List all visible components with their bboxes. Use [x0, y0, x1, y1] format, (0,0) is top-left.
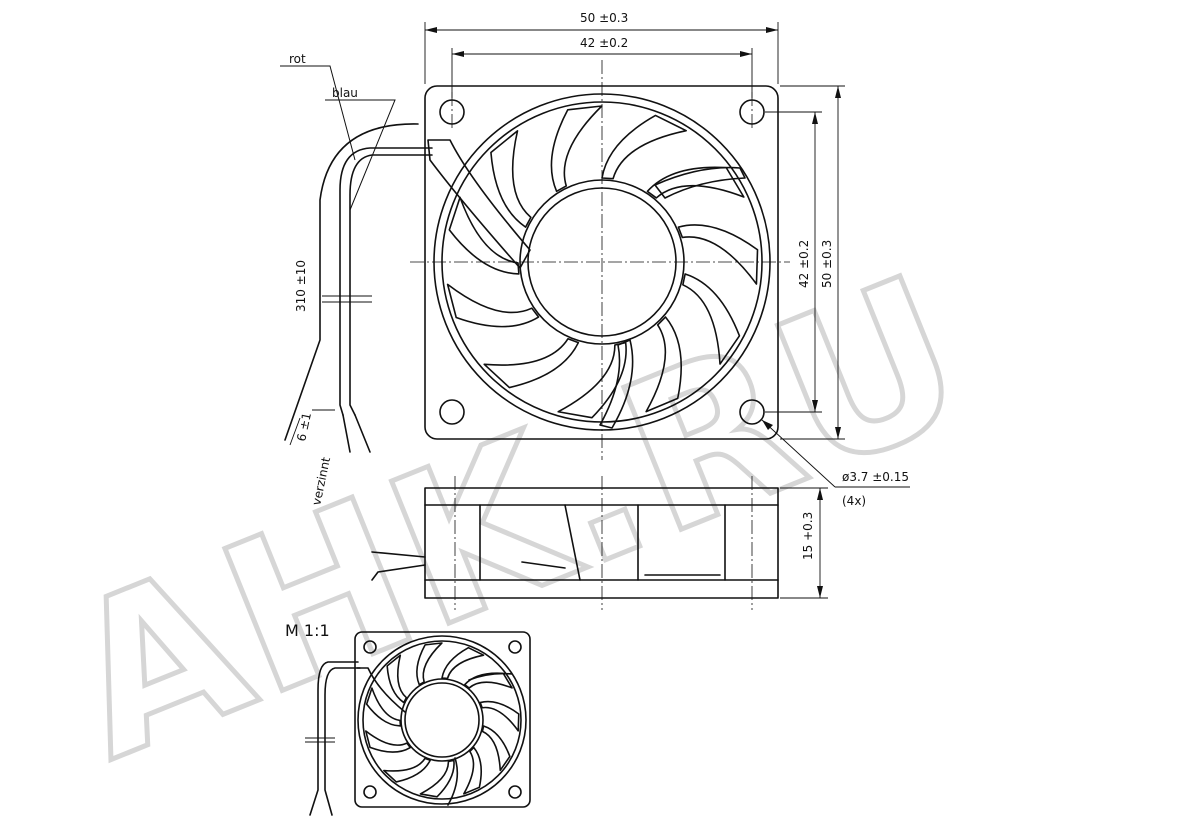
watermark-text: AHK.RU	[37, 228, 998, 806]
wire-blue	[349, 154, 433, 416]
hole-diameter-callout: ø3.7 ±0.15 (4x)	[761, 419, 910, 508]
impeller-blade	[365, 687, 402, 727]
dim-width-overall: 50 ±0.3	[424, 11, 779, 84]
wire-outer-loop	[284, 123, 419, 441]
scale-label: M 1:1	[285, 621, 330, 640]
dim-height-overall: 50 ±0.3	[780, 85, 845, 440]
impeller-blade	[483, 337, 580, 389]
hole-count-label: (4x)	[842, 494, 866, 508]
impeller-blade	[479, 700, 520, 732]
dim-height-holes: 42 ±0.2	[765, 111, 822, 413]
dim-label-width-holes: 42 ±0.2	[580, 36, 628, 50]
small-housing	[354, 631, 531, 808]
scale-view	[305, 631, 531, 816]
wire-red	[339, 147, 433, 416]
small-impeller-blades	[364, 642, 520, 798]
impeller-blade	[550, 105, 603, 193]
impeller-blade	[601, 114, 687, 180]
impeller-blade	[481, 725, 511, 772]
dim-label-cable-length: 310 ±10	[294, 260, 308, 312]
impeller-blade	[416, 642, 443, 686]
impeller-blade	[386, 654, 408, 704]
label-wire-blue: blau	[332, 86, 358, 100]
mounting-hole-br	[739, 399, 765, 425]
impeller-blade	[383, 757, 431, 783]
impeller-blade	[645, 316, 683, 413]
dim-label-height-overall: 50 ±0.3	[820, 240, 834, 288]
side-housing	[424, 487, 779, 599]
impeller-blade	[682, 273, 741, 365]
dim-label-depth: 15 +0.3	[801, 512, 815, 560]
strut-wire-channel	[427, 139, 531, 269]
impeller-blade	[419, 759, 455, 798]
dim-label-width-overall: 50 ±0.3	[580, 11, 628, 25]
mounting-hole-bl	[439, 399, 465, 425]
impeller-blade	[462, 746, 483, 795]
impeller-blade	[364, 730, 412, 753]
strut-top	[654, 166, 746, 199]
dim-width-holes: 42 ±0.2	[451, 36, 753, 98]
impeller-blades	[446, 105, 759, 419]
impeller-blade	[490, 130, 532, 228]
strut-bottom	[599, 339, 634, 429]
impeller-blade	[677, 224, 759, 285]
impeller-blade	[441, 646, 485, 680]
front-view	[410, 60, 790, 460]
wire-end-blue	[354, 414, 371, 453]
impeller-blade	[446, 283, 540, 328]
wire-end-red	[342, 414, 351, 453]
dim-label-height-holes: 42 ±0.2	[797, 240, 811, 288]
housing-outline	[424, 85, 779, 440]
dim-label-hole-diameter: ø3.7 ±0.15	[842, 470, 909, 484]
side-view: 15 +0.3	[371, 476, 828, 610]
impeller-blade	[557, 341, 627, 419]
label-wire-red: rot	[289, 52, 306, 66]
impeller-blade	[646, 166, 745, 199]
dim-label-strip-length: 6 ±1	[294, 411, 314, 442]
watermark: AHK.RU	[34, 226, 1000, 809]
